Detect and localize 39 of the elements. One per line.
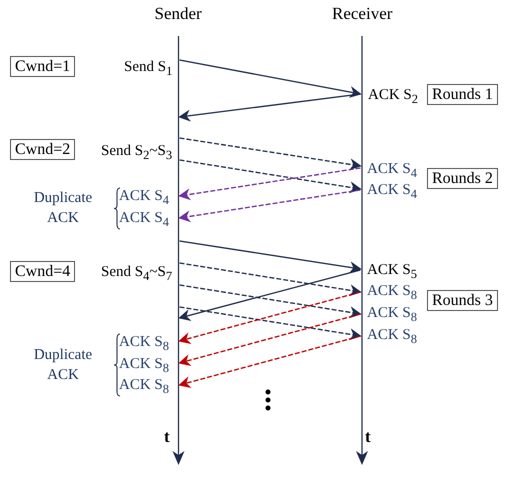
message-arrow: [179, 59, 362, 98]
message-arrow: [178, 335, 361, 388]
message-arrow: [179, 306, 362, 340]
message-arrow: [178, 291, 361, 344]
time-axis-label: t: [164, 428, 170, 445]
message-arrow: [178, 269, 361, 322]
annotation-text: Duplicate ACK: [32, 189, 94, 228]
message-arrow: [179, 262, 362, 296]
time-axis-label: t: [365, 428, 371, 445]
label-box: Cwnd=4: [10, 261, 76, 282]
annotation-text: Duplicate ACK: [32, 346, 94, 385]
message-arrow: [179, 159, 362, 194]
message-arrow: [178, 93, 361, 122]
message-label: ACK S$_{2}$: [368, 87, 418, 108]
message-label: ACK S$_{8}$: [119, 334, 170, 355]
message-arrow: [179, 240, 362, 274]
message-label: ACK S$_{8}$: [367, 327, 418, 348]
label-box: Rounds 2: [427, 168, 498, 189]
message-label: ACK S$_{4}$: [367, 161, 418, 182]
label-box: Cwnd=1: [10, 56, 76, 77]
message-label: ACK S$_{8}$: [119, 377, 170, 398]
message-label: Send S$_{1}$: [124, 59, 172, 80]
message-label: ACK S$_{5}$: [367, 262, 418, 283]
label-box: Rounds 1: [427, 84, 498, 105]
message-arrow: [178, 167, 361, 200]
label-box: Cwnd=2: [10, 139, 76, 160]
message-label: ACK S$_{8}$: [367, 305, 418, 326]
message-label: ACK S$_{8}$: [119, 356, 170, 377]
message-arrow: [178, 313, 361, 366]
message-label: ACK S$_{4}$: [119, 188, 170, 209]
message-label: Send S$_{4}$~S$_{7}$: [101, 264, 172, 285]
message-label: ACK S$_{8}$: [367, 283, 418, 304]
message-label: ACK S$_{4}$: [119, 210, 170, 231]
message-arrow: [179, 284, 362, 318]
message-arrow: [179, 137, 362, 170]
message-label: Send S$_{2}$~S$_{3}$: [101, 143, 172, 164]
message-arrow: [178, 189, 361, 222]
message-label: ACK S$_{4}$: [367, 182, 418, 203]
label-box: Rounds 3: [427, 290, 498, 311]
